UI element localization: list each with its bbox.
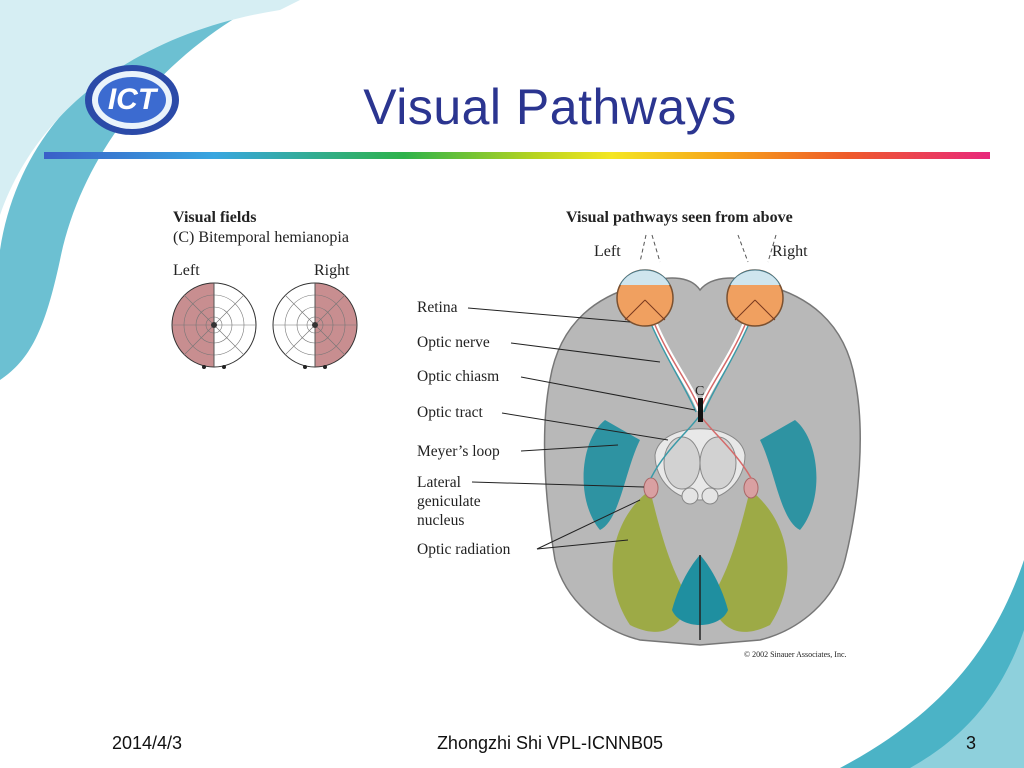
- label-nucleus: nucleus: [417, 512, 464, 529]
- eye-left: [616, 269, 674, 327]
- label-optic-tract: Optic tract: [417, 404, 484, 421]
- right-visual-field: [272, 282, 358, 369]
- pathways-heading: Visual pathways seen from above: [566, 209, 793, 226]
- ict-logo: ICT: [85, 65, 179, 135]
- meyer-loop-right: [760, 420, 817, 530]
- left-visual-field: [171, 282, 257, 369]
- lgn-right: [743, 477, 759, 499]
- label-optic-radiation: Optic radiation: [417, 541, 511, 558]
- lgn-left: [643, 477, 659, 499]
- lesion-label: C: [695, 384, 704, 399]
- visual-fields-subheading: (C) Bitemporal hemianopia: [173, 229, 349, 246]
- rainbow-divider: [44, 152, 990, 159]
- label-geniculate: geniculate: [417, 493, 481, 510]
- footer-date: 2014/4/3: [112, 733, 183, 753]
- left-field-label: Left: [173, 262, 200, 279]
- right-field-label: Right: [314, 262, 350, 279]
- label-retina: Retina: [417, 299, 458, 316]
- view-rays: [639, 234, 777, 263]
- label-optic-chiasm: Optic chiasm: [417, 368, 499, 385]
- slide-title: Visual Pathways: [363, 79, 737, 135]
- visual-fields-heading: Visual fields: [173, 209, 256, 226]
- structure-labels: Retina Optic nerve Optic chiasm Optic tr…: [417, 299, 511, 558]
- meyer-loop-left: [583, 420, 640, 530]
- pathways-left-label: Left: [594, 243, 621, 260]
- leader-lines: [467, 307, 696, 550]
- slide-number: 3: [965, 733, 976, 753]
- eye-right: [726, 269, 784, 327]
- label-lateral: Lateral: [417, 474, 461, 491]
- footer-author: Zhongzhi Shi VPL-ICNNB05: [436, 733, 664, 753]
- pathways-right-label: Right: [772, 243, 808, 260]
- label-meyers-loop: Meyer’s loop: [417, 443, 500, 460]
- copyright-note: © 2002 Sinauer Associates, Inc.: [744, 650, 847, 659]
- svg-text:ICT: ICT: [108, 83, 159, 116]
- label-optic-nerve: Optic nerve: [417, 334, 490, 351]
- chiasm-lesion-marker: [698, 398, 703, 422]
